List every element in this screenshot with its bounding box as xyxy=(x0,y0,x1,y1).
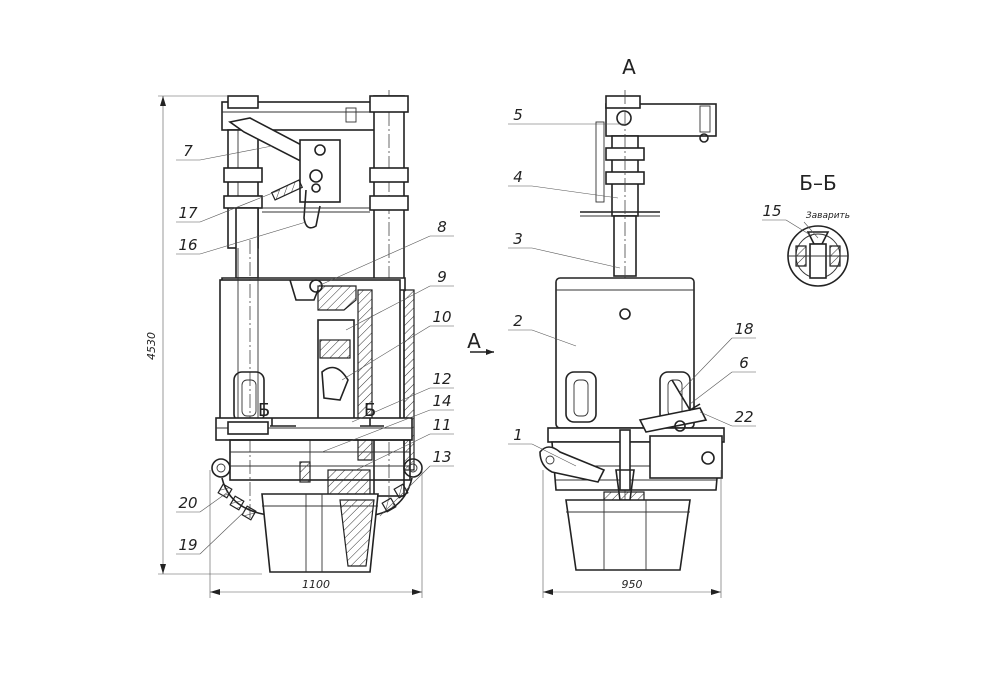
weld-note: Заварить xyxy=(806,211,850,221)
callout-10: 10 xyxy=(432,308,451,326)
view-a-title: А xyxy=(622,55,636,79)
cut-b-right-label: Б xyxy=(364,400,376,421)
callout-18: 18 xyxy=(734,320,753,338)
callout-13: 13 xyxy=(432,448,451,466)
section-arrow-a-label: А xyxy=(467,329,481,353)
cut-b-left-label: Б xyxy=(258,400,270,421)
callout-4: 4 xyxy=(513,168,523,186)
section-bb-view xyxy=(787,225,849,287)
callout-20: 20 xyxy=(178,494,197,512)
callout-14: 14 xyxy=(432,392,451,410)
callout-6: 6 xyxy=(739,354,749,372)
callout-7: 7 xyxy=(183,142,193,160)
leader-lines xyxy=(176,123,819,555)
callout-17: 17 xyxy=(178,204,198,222)
callout-3: 3 xyxy=(513,230,523,248)
callout-2: 2 xyxy=(513,312,523,330)
width-right-dimension-label: 950 xyxy=(622,578,643,591)
dimension-width-right xyxy=(542,470,722,598)
callout-5: 5 xyxy=(513,106,523,124)
section-bb-title: Б–Б xyxy=(799,171,836,195)
right-view xyxy=(539,90,725,571)
callout-22: 22 xyxy=(734,408,753,426)
callout-19: 19 xyxy=(178,536,197,554)
callout-16: 16 xyxy=(178,236,197,254)
callout-11: 11 xyxy=(432,416,451,434)
callout-15: 15 xyxy=(762,202,781,220)
callout-1: 1 xyxy=(513,426,523,444)
dimension-width-left xyxy=(209,470,423,598)
width-left-dimension-label: 1100 xyxy=(302,578,330,591)
callout-9: 9 xyxy=(437,268,447,286)
left-view xyxy=(211,90,423,573)
height-dimension-label: 4530 xyxy=(145,332,158,360)
callout-8: 8 xyxy=(437,218,447,236)
callout-12: 12 xyxy=(432,370,451,388)
